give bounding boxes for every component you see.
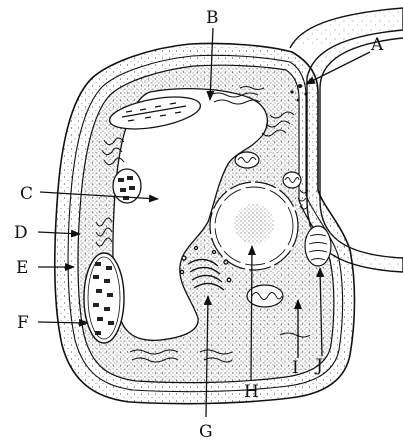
label-I: I [292,358,299,378]
mitochondrion-small [283,172,301,188]
mitochondrion-upper [235,152,259,168]
nucleus [210,182,298,270]
label-A: A [370,35,384,55]
mitochondrion-lower [247,285,283,307]
chloroplast-large [84,253,124,343]
label-D: D [14,223,28,243]
label-E: E [16,258,28,278]
label-J: J [314,356,323,376]
label-F: F [17,313,29,333]
label-H: H [244,382,259,402]
label-C: C [20,184,33,204]
label-G: G [199,422,213,442]
label-B: B [206,8,219,28]
mitochondrion-right [305,226,331,266]
